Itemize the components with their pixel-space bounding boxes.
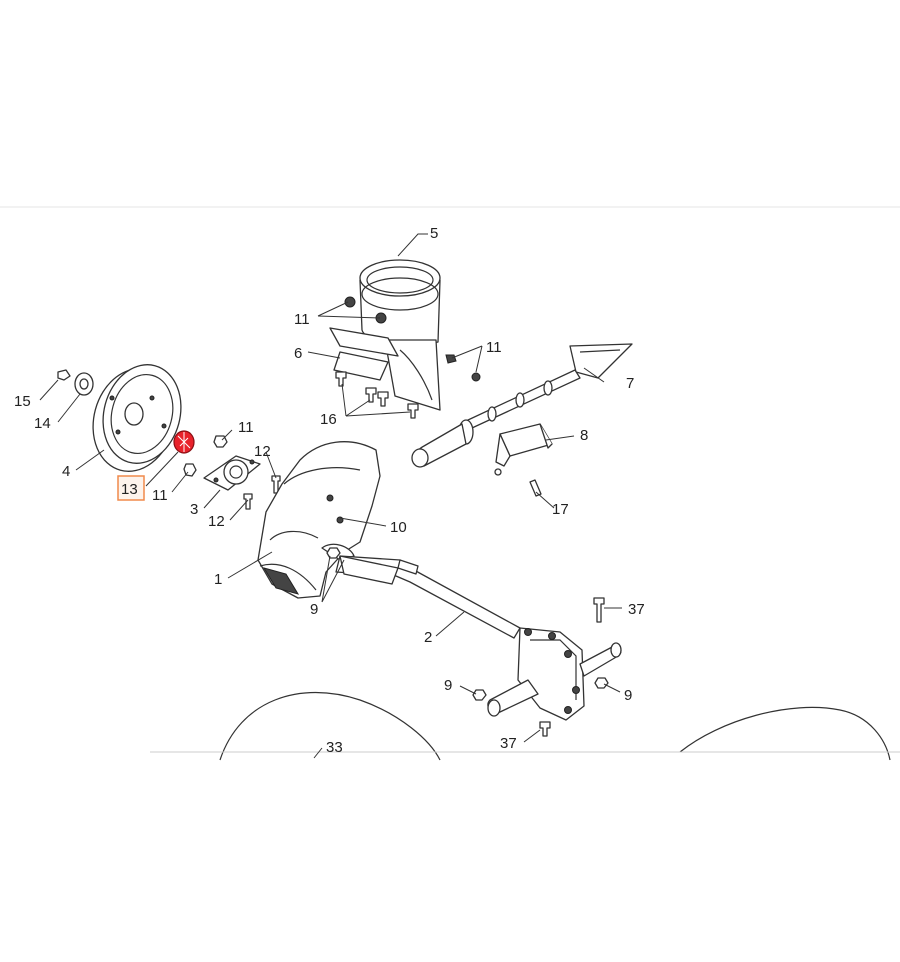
label-1: 1 (214, 571, 222, 588)
part-12-bolt-b (243, 493, 253, 510)
label-6: 6 (294, 345, 302, 362)
label-5: 5 (430, 225, 438, 242)
part-4-pulley (92, 364, 182, 472)
label-11-chute: 11 (294, 311, 310, 328)
label-37-top: 37 (628, 601, 645, 618)
gearbox (487, 627, 622, 721)
label-13: 13 (121, 481, 138, 498)
part-9-nut-right (594, 677, 609, 689)
label-9-housing: 9 (310, 601, 318, 618)
part-13-highlighted (173, 430, 195, 454)
label-33: 33 (326, 739, 343, 756)
label-2: 2 (424, 629, 432, 646)
label-16: 16 (320, 411, 337, 428)
label-15: 15 (14, 393, 31, 410)
part-15-nut (57, 369, 71, 381)
label-9-right: 9 (624, 687, 632, 704)
label-12-upper: 12 (254, 443, 271, 460)
label-9-left: 9 (444, 677, 452, 694)
label-17: 17 (552, 501, 569, 518)
part-8-bracket (494, 423, 553, 476)
part-17-pin (529, 479, 542, 497)
part-9-nut-housing (326, 547, 341, 559)
label-11-top: 11 (238, 419, 254, 436)
label-8: 8 (580, 427, 588, 444)
part-6-plate (329, 327, 399, 381)
part-16-bolts (335, 371, 419, 419)
label-11-right: 11 (486, 339, 502, 356)
part-33-frame (150, 692, 900, 761)
label-37-bottom: 37 (500, 735, 517, 752)
highlight-box (117, 475, 145, 501)
label-14: 14 (34, 415, 51, 432)
part-37-bolt-bottom (539, 721, 551, 737)
part-2-shaft (335, 555, 521, 639)
label-4: 4 (62, 463, 70, 480)
label-3: 3 (190, 501, 198, 518)
label-7: 7 (626, 375, 634, 392)
leader-lines (39, 233, 622, 759)
part-9-nut-left (472, 689, 487, 701)
label-10: 10 (390, 519, 407, 536)
part-labels: 5 11 11 6 7 8 17 16 15 14 4 13 11 11 12 … (14, 225, 645, 756)
part-14-bearing (74, 372, 94, 396)
label-12-lower: 12 (208, 513, 225, 530)
part-3-flange (203, 455, 261, 491)
label-11-lower: 11 (152, 487, 168, 504)
part-37-bolt-top (593, 597, 605, 623)
part-5-chute (359, 259, 441, 411)
